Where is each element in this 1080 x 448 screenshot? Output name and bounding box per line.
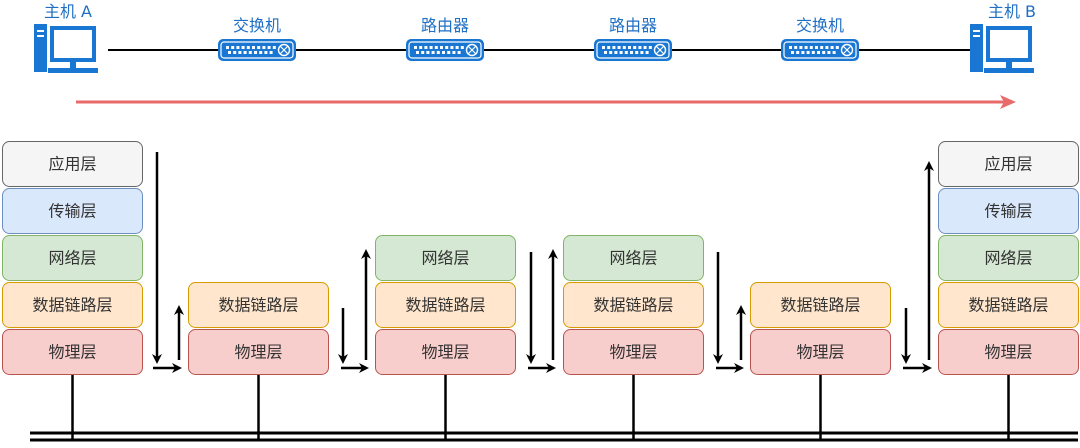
transport-layer-box: 传输层: [938, 188, 1079, 234]
router-1-router-icon: [406, 39, 484, 61]
application-layer-box: 应用层: [2, 141, 143, 187]
switch-2-switch-icon: [781, 39, 859, 61]
network-layer-box: 网络层: [938, 235, 1079, 281]
physical-layer-label: 物理层: [234, 343, 282, 362]
flow-arrows: [152, 152, 934, 373]
physical-layer-label: 物理层: [421, 343, 469, 362]
physical-layer-label: 物理层: [609, 343, 657, 362]
datalink-layer-label: 数据链路层: [218, 296, 298, 315]
datalink-layer-box: 数据链路层: [563, 282, 704, 328]
transport-layer-label: 传输层: [984, 202, 1032, 221]
network-layer-box: 网络层: [2, 235, 143, 281]
host-b-label: 主机 B: [988, 2, 1036, 21]
datalink-layer-label: 数据链路层: [32, 296, 112, 315]
router-1-label: 路由器: [421, 16, 469, 35]
physical-layer-box: 物理层: [375, 329, 516, 375]
datalink-layer-box: 数据链路层: [750, 282, 891, 328]
application-layer-label: 应用层: [984, 155, 1032, 174]
network-layer-box: 网络层: [563, 235, 704, 281]
transport-layer-label: 传输层: [48, 202, 96, 221]
host-a-computer-icon: [34, 24, 98, 73]
datalink-layer-label: 数据链路层: [405, 296, 485, 315]
physical-layer-box: 物理层: [750, 329, 891, 375]
application-layer-label: 应用层: [48, 155, 96, 174]
datalink-layer-box: 数据链路层: [938, 282, 1079, 328]
datalink-layer-box: 数据链路层: [375, 282, 516, 328]
datalink-layer-box: 数据链路层: [2, 282, 143, 328]
switch-2-label: 交换机: [796, 16, 844, 35]
router-2-router-icon: [594, 39, 672, 61]
router-2-label: 路由器: [609, 16, 657, 35]
datalink-layer-box: 数据链路层: [188, 282, 329, 328]
physical-layer-box: 物理层: [938, 329, 1079, 375]
physical-layer-box: 物理层: [188, 329, 329, 375]
switch-1-switch-icon: [218, 39, 296, 61]
network-layer-label: 网络层: [421, 249, 469, 268]
physical-layer-box: 物理层: [2, 329, 143, 375]
network-layer-box: 网络层: [375, 235, 516, 281]
application-layer-box: 应用层: [938, 141, 1079, 187]
physical-layer-box: 物理层: [563, 329, 704, 375]
physical-layer-label: 物理层: [984, 343, 1032, 362]
network-layer-label: 网络层: [48, 249, 96, 268]
network-layer-label: 网络层: [609, 249, 657, 268]
datalink-layer-label: 数据链路层: [593, 296, 673, 315]
physical-layer-label: 物理层: [796, 343, 844, 362]
datalink-layer-label: 数据链路层: [780, 296, 860, 315]
network-layer-label: 网络层: [984, 249, 1032, 268]
physical-layer-label: 物理层: [48, 343, 96, 362]
switch-1-label: 交换机: [233, 16, 281, 35]
datalink-layer-label: 数据链路层: [968, 296, 1048, 315]
host-a-label: 主机 A: [44, 2, 92, 21]
transport-layer-box: 传输层: [2, 188, 143, 234]
host-b-computer-icon: [970, 24, 1034, 73]
physical-medium-bus: [30, 431, 1078, 442]
